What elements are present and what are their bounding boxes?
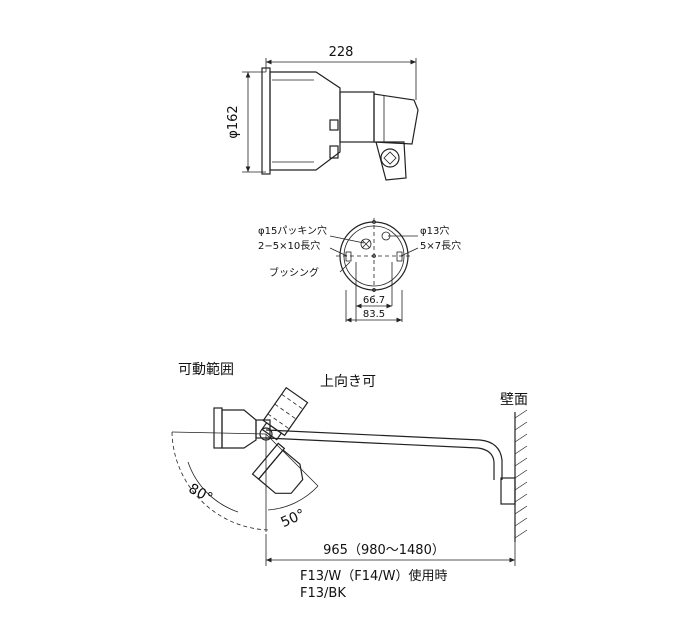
- wall-hatch: [514, 409, 528, 539]
- angle-up-label: 50°: [279, 506, 308, 531]
- bushing-label: ブッシング: [269, 266, 319, 279]
- side-view: 228 φ162: [226, 45, 419, 181]
- movable-range-label: 可動範囲: [178, 361, 234, 378]
- slot-left-label: 2−5×10長穴: [258, 239, 320, 252]
- hole-label: φ13穴: [420, 224, 449, 237]
- back-view: φ15パッキン穴 2−5×10長穴 φ13穴 5×7長穴 ブッシング 66.7 …: [258, 218, 461, 323]
- mount-view: 可動範囲 上向き可 壁面: [171, 361, 528, 601]
- gasket-hole-label: φ15パッキン穴: [258, 224, 327, 237]
- angle-down-label: 80°: [186, 481, 215, 507]
- outer-dimension: 83.5: [363, 309, 385, 320]
- inner-dimension: 66.7: [363, 295, 385, 306]
- width-dimension: 228: [329, 45, 354, 60]
- slot-right-label: 5×7長穴: [420, 239, 461, 252]
- diameter-dimension: φ162: [226, 105, 241, 138]
- length-dimension: 965（980〜1480）: [323, 543, 445, 558]
- upward-label: 上向き可: [320, 374, 376, 390]
- note-line1: F13/W（F14/W）使用時: [300, 568, 448, 584]
- note-line2: F13/BK: [300, 586, 346, 601]
- wall-label: 壁面: [500, 392, 528, 408]
